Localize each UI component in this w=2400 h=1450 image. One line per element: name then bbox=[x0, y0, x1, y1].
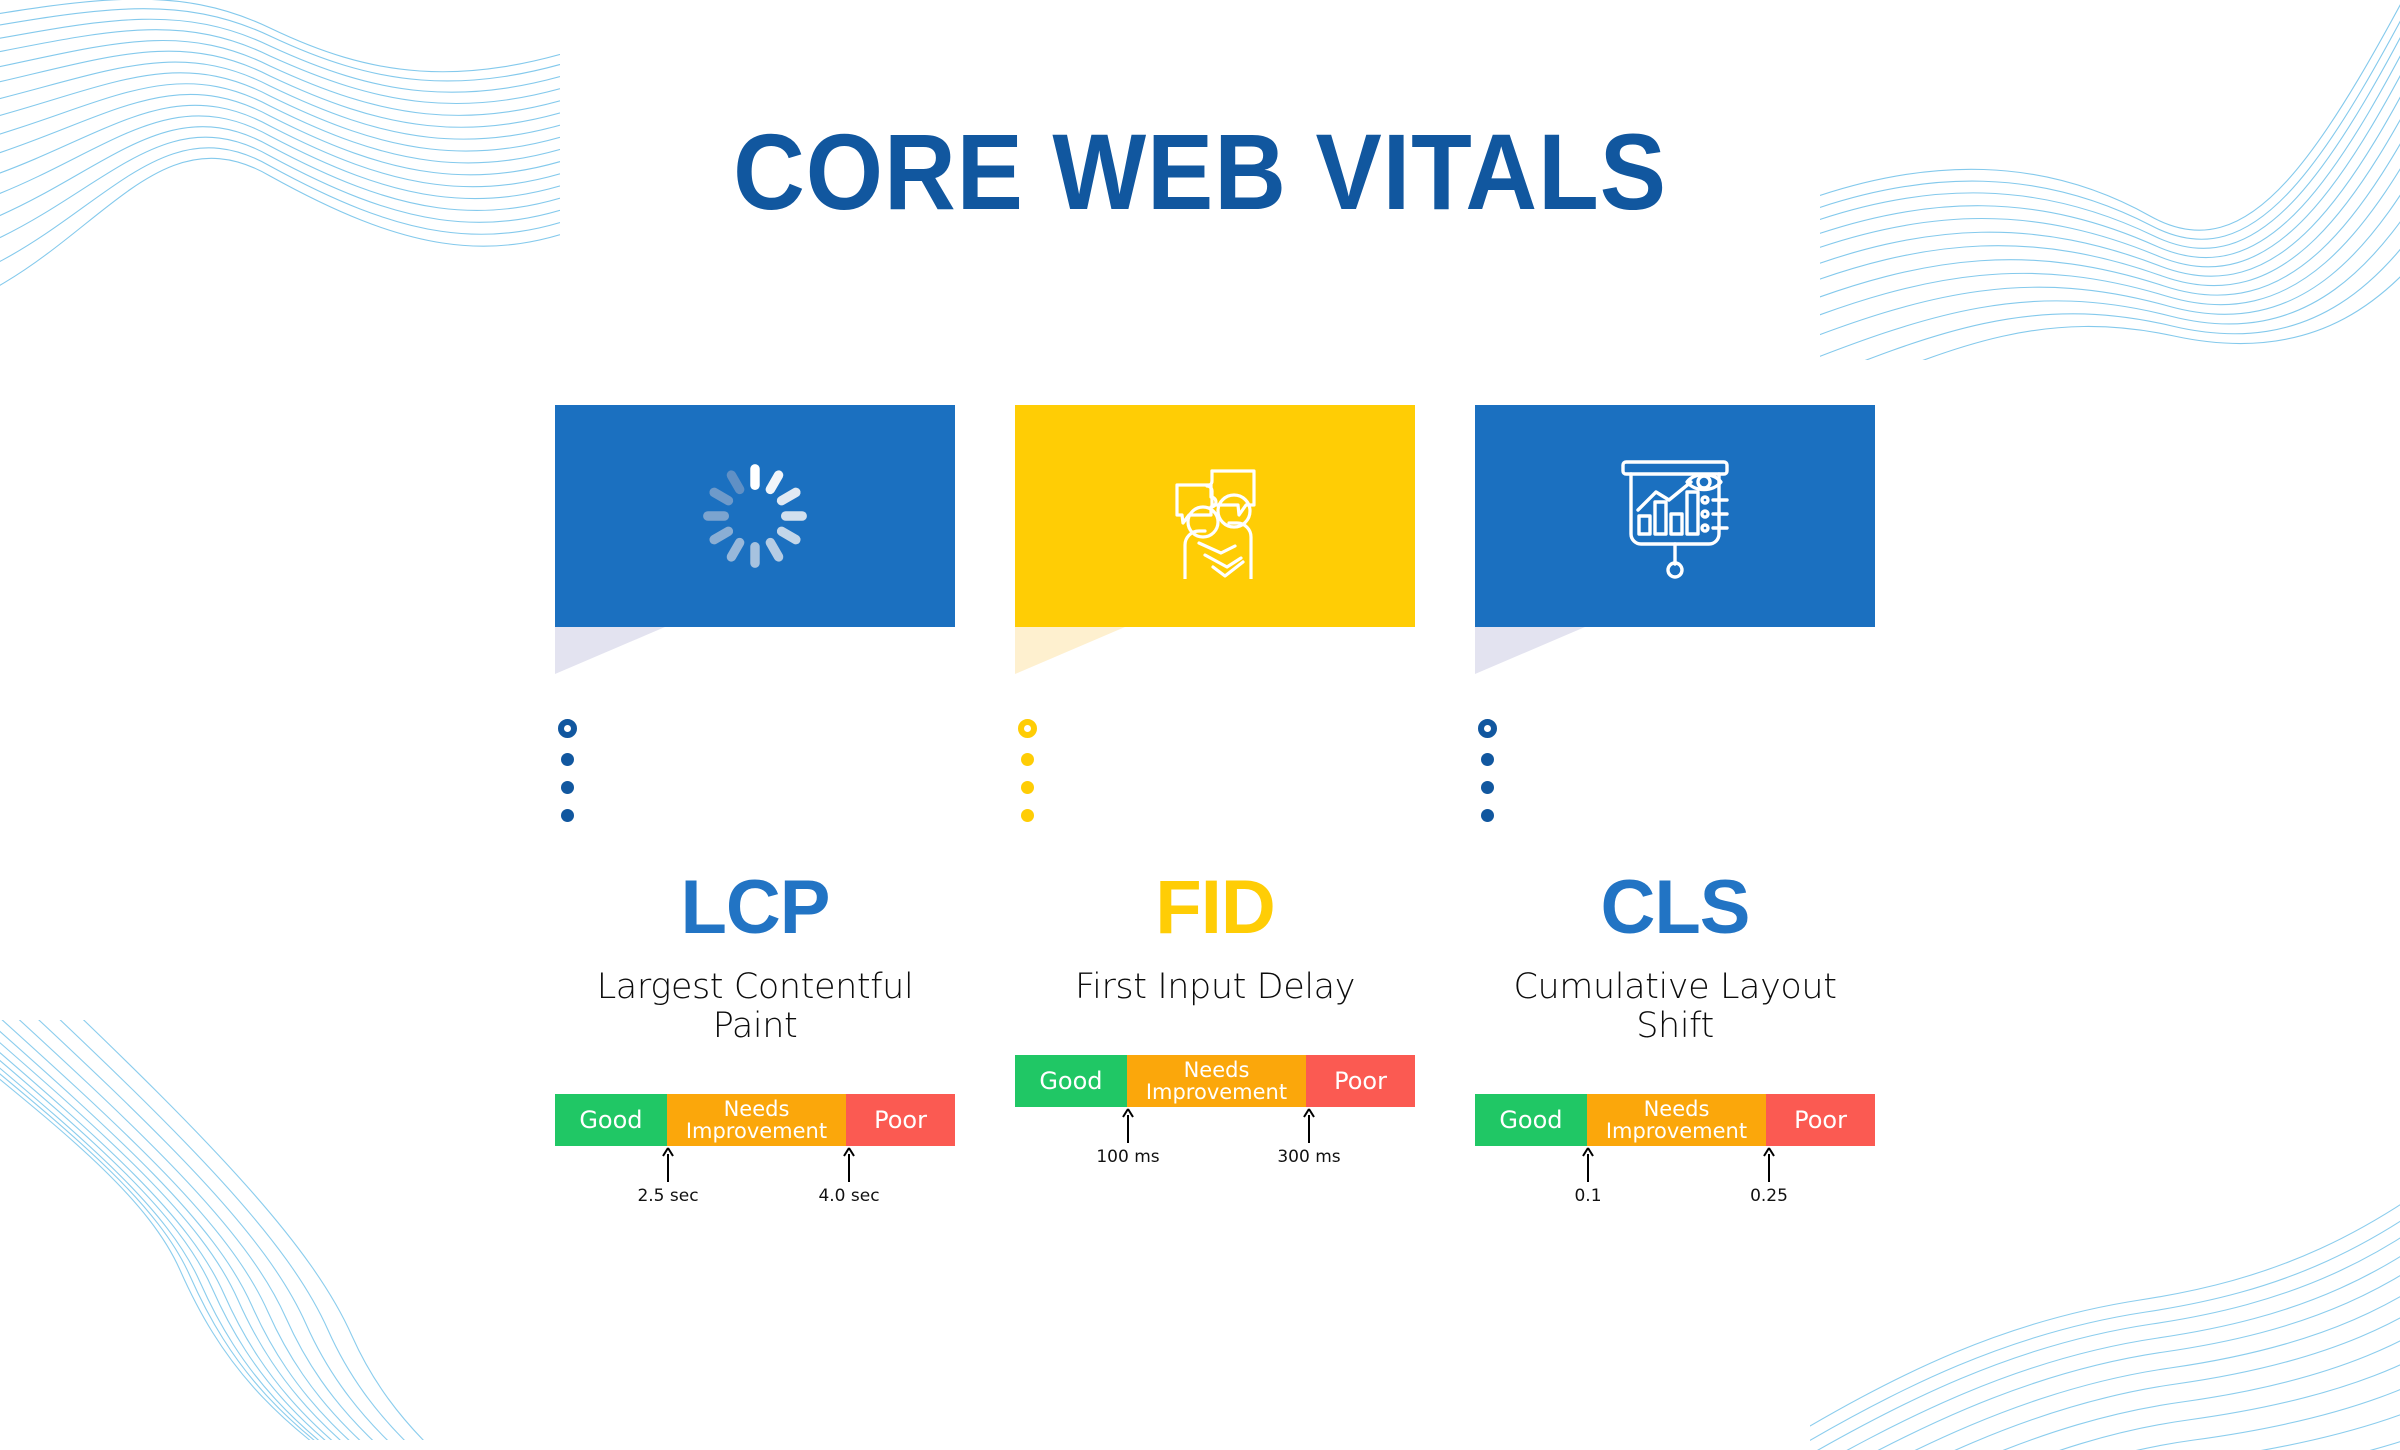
connector-dots-lcp bbox=[558, 719, 955, 822]
connector-dot-icon bbox=[561, 781, 574, 794]
metric-column-fid: FID First Input Delay Good Needs Improve… bbox=[1015, 405, 1415, 1212]
metric-card-cls bbox=[1475, 405, 1875, 674]
arrow-up-icon bbox=[842, 1146, 856, 1183]
metrics-container: LCP Largest Contentful Paint Good Needs … bbox=[555, 405, 1875, 1212]
score-segment-poor: Poor bbox=[846, 1094, 955, 1147]
connector-dots-fid bbox=[1018, 719, 1415, 822]
handshake-chat-icon bbox=[1155, 453, 1275, 579]
score-bar-cls: Good Needs Improvement Poor 0.1 0.25 bbox=[1475, 1094, 1875, 1212]
loading-spinner-icon bbox=[696, 457, 814, 575]
arrow-up-icon bbox=[1121, 1107, 1135, 1144]
connector-dot-icon bbox=[1481, 781, 1494, 794]
arrow-up-icon bbox=[1581, 1146, 1595, 1183]
score-threshold-arrows bbox=[555, 1146, 955, 1183]
score-bar-segments: Good Needs Improvement Poor bbox=[1015, 1055, 1415, 1108]
score-threshold-labels: 100 ms 300 ms bbox=[1015, 1147, 1415, 1173]
score-segment-poor: Poor bbox=[1766, 1094, 1875, 1147]
connector-dot-icon bbox=[561, 809, 574, 822]
score-bar-fid: Good Needs Improvement Poor 100 ms 300 m… bbox=[1015, 1055, 1415, 1173]
score-segment-good: Good bbox=[555, 1094, 667, 1147]
connector-ring-icon bbox=[1018, 719, 1037, 738]
score-threshold-labels: 2.5 sec 4.0 sec bbox=[555, 1186, 955, 1212]
metric-card-tail-cls bbox=[1475, 627, 1875, 674]
wave-decoration-bottom-left bbox=[0, 1020, 500, 1440]
score-segment-needs-improvement: Needs Improvement bbox=[1126, 1055, 1307, 1108]
metric-card-lcp bbox=[555, 405, 955, 674]
metric-card-body-lcp bbox=[555, 405, 955, 627]
metric-text-cls: CLS Cumulative Layout Shift bbox=[1475, 870, 1875, 1046]
metric-abbr-lcp: LCP bbox=[680, 865, 831, 950]
connector-ring-icon bbox=[558, 719, 577, 738]
score-bar-segments: Good Needs Improvement Poor bbox=[1475, 1094, 1875, 1147]
score-segment-poor: Poor bbox=[1306, 1055, 1415, 1108]
metric-column-lcp: LCP Largest Contentful Paint Good Needs … bbox=[555, 405, 955, 1212]
connector-dot-icon bbox=[1021, 781, 1034, 794]
metric-card-body-cls bbox=[1475, 405, 1875, 627]
score-segment-good: Good bbox=[1015, 1055, 1127, 1108]
metric-card-body-fid bbox=[1015, 405, 1415, 627]
score-bar-segments: Good Needs Improvement Poor bbox=[555, 1094, 955, 1147]
wave-decoration-bottom-right bbox=[1810, 1070, 2400, 1450]
metric-abbr-cls: CLS bbox=[1600, 865, 1751, 950]
arrow-up-icon bbox=[661, 1146, 675, 1183]
score-threshold-arrows bbox=[1475, 1146, 1875, 1183]
threshold-label-upper: 0.25 bbox=[1750, 1186, 1788, 1207]
metric-abbr-fid: FID bbox=[1155, 865, 1275, 950]
score-segment-needs-improvement: Needs Improvement bbox=[666, 1094, 847, 1147]
metric-card-tail-lcp bbox=[555, 627, 955, 674]
threshold-label-lower: 100 ms bbox=[1096, 1147, 1160, 1168]
metric-card-fid bbox=[1015, 405, 1415, 674]
threshold-label-lower: 0.1 bbox=[1574, 1186, 1602, 1207]
connector-dot-icon bbox=[1481, 809, 1494, 822]
arrow-up-icon bbox=[1762, 1146, 1776, 1183]
score-segment-needs-improvement: Needs Improvement bbox=[1586, 1094, 1767, 1147]
threshold-label-lower: 2.5 sec bbox=[637, 1186, 699, 1207]
presentation-chart-icon bbox=[1611, 452, 1739, 580]
score-segment-good: Good bbox=[1475, 1094, 1587, 1147]
connector-dot-icon bbox=[1481, 753, 1494, 766]
score-bar-lcp: Good Needs Improvement Poor 2.5 sec 4.0 … bbox=[555, 1094, 955, 1212]
connector-dot-icon bbox=[561, 753, 574, 766]
metric-card-tail-fid bbox=[1015, 627, 1415, 674]
metric-fullname-cls: Cumulative Layout Shift bbox=[1513, 967, 1837, 1047]
connector-dot-icon bbox=[1021, 809, 1034, 822]
connector-dot-icon bbox=[1021, 753, 1034, 766]
arrow-up-icon bbox=[1302, 1107, 1316, 1144]
metric-fullname-fid: First Input Delay bbox=[1074, 967, 1356, 1007]
metric-column-cls: CLS Cumulative Layout Shift Good Needs I… bbox=[1475, 405, 1875, 1212]
score-threshold-arrows bbox=[1015, 1107, 1415, 1144]
connector-dots-cls bbox=[1478, 719, 1875, 822]
connector-ring-icon bbox=[1478, 719, 1497, 738]
metric-text-lcp: LCP Largest Contentful Paint bbox=[555, 870, 955, 1046]
metric-fullname-lcp: Largest Contentful Paint bbox=[596, 967, 914, 1047]
threshold-label-upper: 300 ms bbox=[1277, 1147, 1341, 1168]
threshold-label-upper: 4.0 sec bbox=[818, 1186, 880, 1207]
metric-text-fid: FID First Input Delay bbox=[1015, 870, 1415, 1007]
page-title: CORE WEB VITALS bbox=[733, 111, 1667, 232]
score-threshold-labels: 0.1 0.25 bbox=[1475, 1186, 1875, 1212]
